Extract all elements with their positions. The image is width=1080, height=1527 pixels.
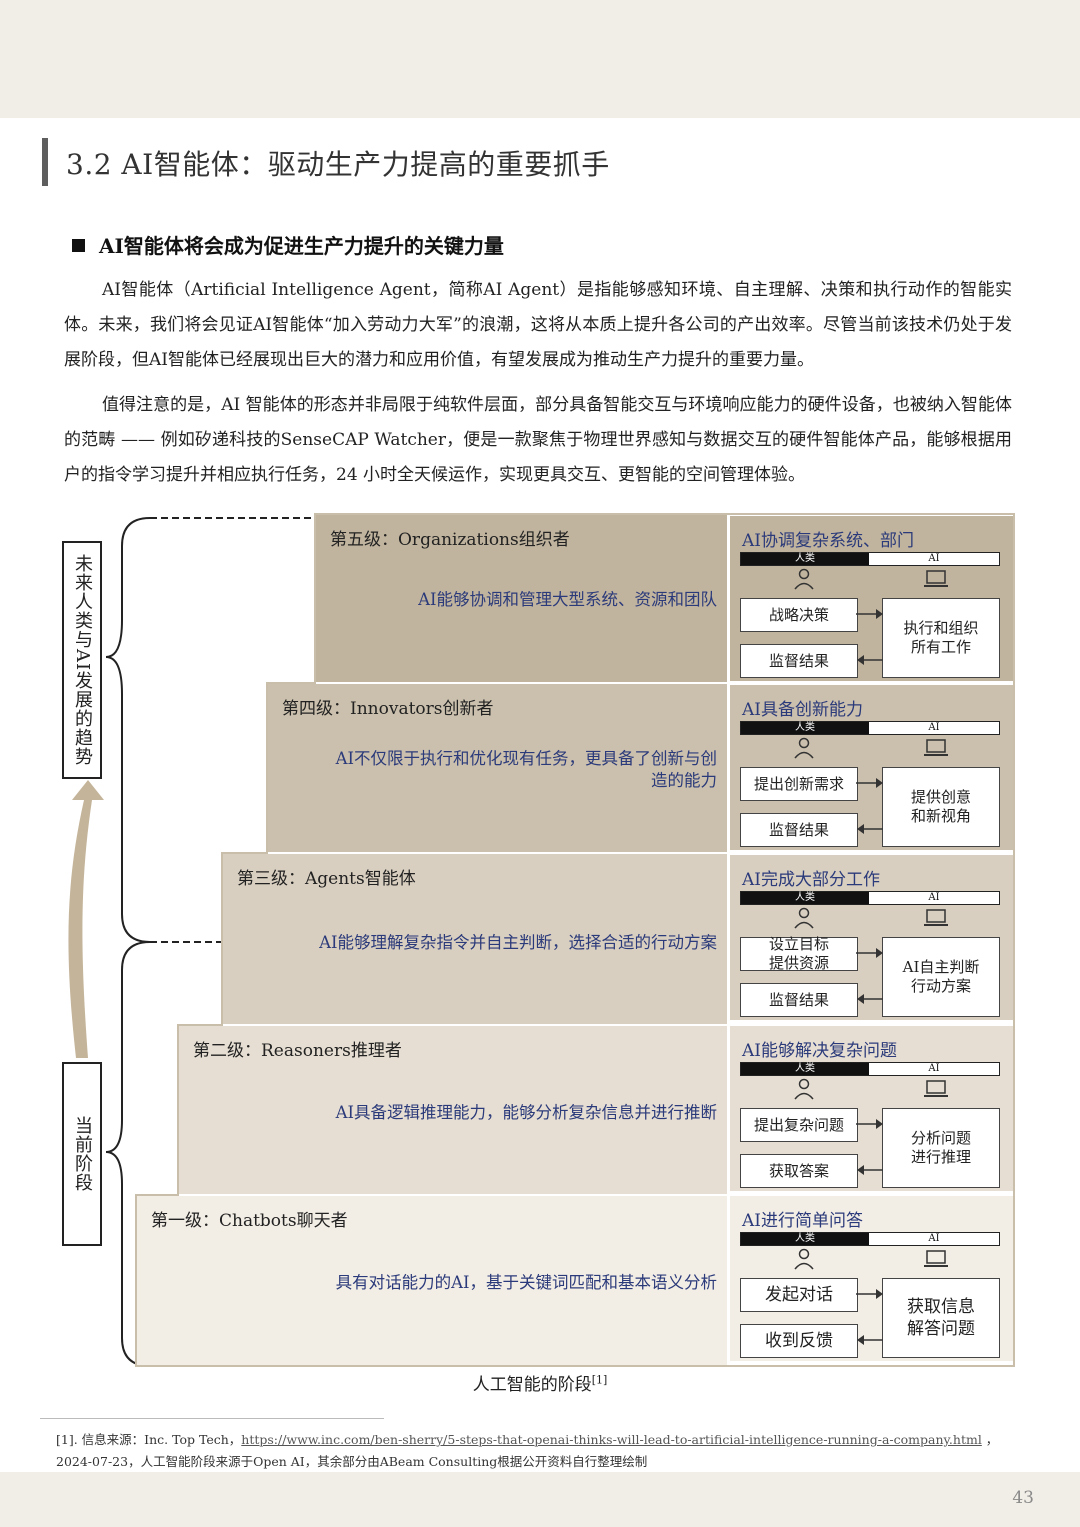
bar-human: 人类	[741, 1233, 869, 1245]
panel-1-box-3: 获取信息 解答问题	[882, 1278, 1000, 1358]
figure-caption: 人工智能的阶段[1]	[0, 1370, 1080, 1395]
footnote-divider	[40, 1418, 384, 1419]
person-icon	[794, 568, 814, 590]
level-3-title: 第三级：Agents智能体	[237, 869, 416, 889]
flow-arrows	[856, 609, 883, 665]
level-5: 第五级：Organizations组织者 AI能够协调和管理大型系统、资源和团队	[315, 514, 728, 683]
person-icon	[794, 737, 814, 759]
level-1-title: 第一级：Chatbots聊天者	[151, 1211, 348, 1231]
bar-ai: AI	[928, 1233, 940, 1244]
subheading: AI智能体将会成为促进生产力提升的关键力量	[72, 230, 504, 259]
person-icon	[794, 1248, 814, 1270]
human-ai-bar: 人类 AI	[740, 1232, 1000, 1246]
panel-5-title: AI协调复杂系统、部门	[742, 531, 914, 551]
subheading-text: AI智能体将会成为促进生产力提升的关键力量	[99, 234, 504, 258]
panel-1-box-2: 收到反馈	[740, 1324, 858, 1358]
future-trend-label: 未来人类与AI发展的趋势	[62, 541, 102, 779]
level-2-desc: AI具备逻辑推理能力，能够分析复杂信息并进行推断	[335, 1103, 717, 1122]
panel-2-title: AI能够解决复杂问题	[742, 1041, 897, 1061]
panel-3-box-3: AI自主判断 行动方案	[882, 937, 1000, 1017]
section-marker	[42, 138, 48, 186]
panel-level-4: AI具备创新能力 人类 AI 提出创新需求 监督结果 提供创意 和新视角	[730, 685, 1014, 850]
flow-arrows	[856, 948, 883, 1004]
caption-ref: [1]	[591, 1373, 608, 1387]
bar-human: 人类	[741, 553, 869, 565]
human-ai-bar: 人类 AI	[740, 891, 1000, 905]
footnote-link[interactable]: https://www.inc.com/ben-sherry/5-steps-t…	[241, 1432, 982, 1447]
flow-arrows	[856, 778, 883, 834]
panel-2-box-1: 提出复杂问题	[740, 1108, 858, 1142]
level-1-desc: 具有对话能力的AI，基于关键词匹配和基本语义分析	[335, 1273, 717, 1292]
level-2-title: 第二级：Reasoners推理者	[193, 1041, 402, 1061]
level-5-desc: AI能够协调和管理大型系统、资源和团队	[418, 590, 717, 609]
flow-arrows	[856, 1119, 883, 1175]
page-number: 43	[1012, 1488, 1034, 1508]
bar-ai: AI	[928, 553, 940, 564]
panel-3-box-2: 监督结果	[740, 983, 858, 1017]
panel-2-box-3: 分析问题 进行推理	[882, 1108, 1000, 1188]
bullet-square-icon	[72, 239, 85, 252]
level-1: 第一级：Chatbots聊天者 具有对话能力的AI，基于关键词匹配和基本语义分析	[136, 1195, 728, 1366]
laptop-icon	[924, 739, 948, 756]
human-ai-bar: 人类 AI	[740, 721, 1000, 735]
bar-ai: AI	[928, 722, 940, 733]
panel-1-box-1: 发起对话	[740, 1278, 858, 1312]
level-4-desc: AI不仅限于执行和优化现有任务，更具备了创新与创 造的能力	[335, 749, 717, 790]
laptop-icon	[924, 1080, 948, 1097]
human-ai-bar: 人类 AI	[740, 552, 1000, 566]
paragraph-1: AI智能体（Artificial Intelligence Agent，简称AI…	[64, 280, 1012, 370]
panel-5-box-2: 监督结果	[740, 644, 858, 678]
panel-4-title: AI具备创新能力	[742, 700, 863, 720]
person-icon	[794, 1078, 814, 1100]
person-icon	[794, 907, 814, 929]
level-5-title: 第五级：Organizations组织者	[330, 530, 570, 550]
panel-5-box-1: 战略决策	[740, 598, 858, 632]
bar-human: 人类	[741, 722, 869, 734]
header-band	[0, 0, 1080, 118]
bar-human: 人类	[741, 1063, 869, 1075]
panel-4-box-1: 提出创新需求	[740, 767, 858, 801]
panel-3-box-1: 设立目标 提供资源	[740, 935, 858, 972]
flow-arrows	[856, 1289, 883, 1345]
panel-level-2: AI能够解决复杂问题 人类 AI 提出复杂问题 获取答案 分析问题 进行推理	[730, 1026, 1014, 1191]
bar-human: 人类	[741, 892, 869, 904]
level-3-desc: AI能够理解复杂指令并自主判断，选择合适的行动方案	[319, 933, 717, 952]
bar-ai: AI	[928, 1063, 940, 1074]
trend-arrow-icon	[68, 780, 104, 1058]
panel-1-title: AI进行简单问答	[742, 1211, 863, 1231]
panel-5-box-3: 执行和组织 所有工作	[882, 598, 1000, 678]
level-3: 第三级：Agents智能体 AI能够理解复杂指令并自主判断，选择合适的行动方案	[222, 853, 728, 1025]
current-stage-label: 当前阶段	[62, 1062, 102, 1246]
section-title: 3.2 AI智能体：驱动生产力提高的重要抓手	[66, 148, 610, 181]
footnote-prefix: [1]. 信息来源：Inc. Top Tech，	[56, 1432, 242, 1447]
laptop-icon	[924, 570, 948, 587]
footnote-suffix: ，	[981, 1432, 999, 1447]
panel-4-box-2: 监督结果	[740, 813, 858, 847]
panel-4-box-3: 提供创意 和新视角	[882, 767, 1000, 847]
level-2: 第二级：Reasoners推理者 AI具备逻辑推理能力，能够分析复杂信息并进行推…	[178, 1025, 728, 1195]
paragraph-2: 值得注意的是，AI 智能体的形态并非局限于纯软件层面，部分具备智能交互与环境响应…	[64, 395, 1012, 485]
footnote-line2: 2024-07-23，人工智能阶段来源于Open AI，其余部分由ABeam C…	[56, 1454, 648, 1469]
human-ai-bar: 人类 AI	[740, 1062, 1000, 1076]
panel-level-1: AI进行简单问答 人类 AI 发起对话 收到反馈 获取信息 解答问题	[730, 1196, 1014, 1361]
level-4-title: 第四级：Innovators创新者	[282, 699, 494, 719]
panel-2-box-2: 获取答案	[740, 1154, 858, 1188]
panel-level-3: AI完成大部分工作 人类 AI 设立目标 提供资源 监督结果 AI自主判断 行动方…	[730, 855, 1014, 1020]
laptop-icon	[924, 909, 948, 926]
panel-3-title: AI完成大部分工作	[742, 870, 880, 890]
bar-ai: AI	[928, 892, 940, 903]
footer-band	[0, 1472, 1080, 1527]
level-4: 第四级：Innovators创新者 AI不仅限于执行和优化现有任务，更具备了创新…	[267, 683, 728, 853]
laptop-icon	[924, 1250, 948, 1267]
footnote: [1]. 信息来源：Inc. Top Tech，https://www.inc.…	[56, 1429, 1016, 1473]
panel-level-5: AI协调复杂系统、部门 人类 AI 战略决策 监督结果 执行和组织 所有工作	[730, 516, 1014, 681]
future-bracket	[105, 517, 151, 943]
caption-text: 人工智能的阶段	[472, 1375, 592, 1395]
